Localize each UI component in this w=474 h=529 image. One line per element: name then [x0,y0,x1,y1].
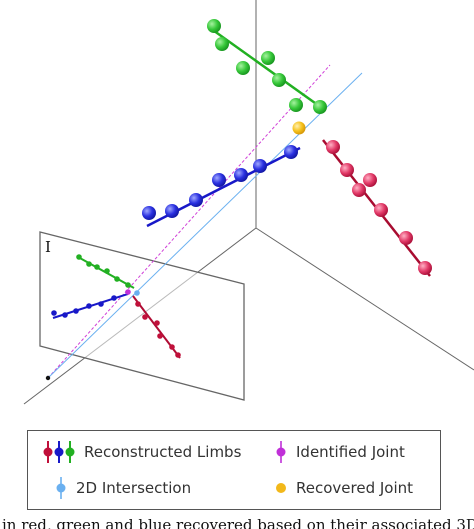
intersection-marker-icon [56,477,66,499]
projected-2d-intersection [134,290,140,296]
legend-label-2d-intersection: 2D Intersection [76,479,192,497]
axis-right [255,227,474,371]
projected-red-limb [132,295,181,359]
reconstruction-diagram: I [23,0,474,405]
reconstructed-green-limb [207,19,327,114]
image-plane [39,231,245,401]
legend-reconstructed-limbs: Reconstructed Limbs [42,439,241,465]
legend-label-identified-joint: Identified Joint [296,443,405,461]
plane-label: I [45,238,51,256]
legend-identified-joint: Identified Joint [274,439,405,465]
legend-recovered-joint: Recovered Joint [274,475,413,501]
figure-caption: in red, green and blue recovered based o… [0,513,474,529]
projected-green-limb [76,254,135,289]
camera-center [45,375,51,381]
legend-label-reconstructed-limbs: Reconstructed Limbs [84,443,242,461]
caption-text: in red, green and blue recovered based o… [2,516,474,529]
identified-joint-marker-icon [276,441,286,463]
ray-2d-intersection [47,72,363,379]
limbs-marker-icon [43,441,75,463]
ray-identified-joint [47,64,331,379]
reconstructed-red-limb [322,139,432,277]
recovered-joint-marker [292,121,306,135]
recovered-joint-marker-icon [276,483,286,493]
reconstructed-blue-limb [142,145,301,228]
projected-blue-limb [51,293,129,319]
legend-label-recovered-joint: Recovered Joint [296,479,414,497]
legend-box: Reconstructed Limbs Identified Joint 2D … [27,430,441,510]
projected-identified-joint [125,289,131,295]
legend-2d-intersection: 2D Intersection [54,475,191,501]
